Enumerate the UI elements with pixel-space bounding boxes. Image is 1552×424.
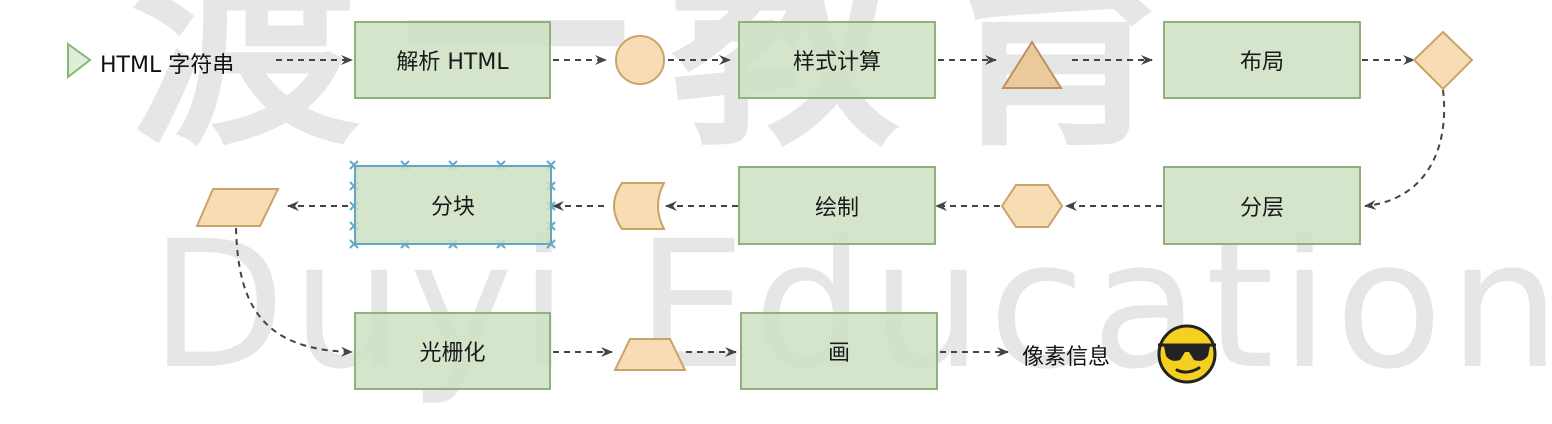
step-paint[interactable]: 绘制 <box>738 166 936 245</box>
hexagon-shape <box>1000 184 1064 228</box>
start-triangle-icon <box>67 42 92 80</box>
step-draw[interactable]: 画 <box>740 312 938 390</box>
step-layer[interactable]: 分层 <box>1163 166 1361 245</box>
trapezoid-shape <box>613 338 687 371</box>
step-style-compute[interactable]: 样式计算 <box>738 21 936 99</box>
start-label: HTML 字符串 <box>100 53 235 78</box>
arrow-parallelogram-to-raster <box>235 227 353 357</box>
step-tiling[interactable]: 分块 <box>354 165 552 245</box>
parallelogram-shape <box>195 188 280 227</box>
step-raster[interactable]: 光栅化 <box>354 312 551 390</box>
sunglasses-smiley-icon <box>1157 324 1217 384</box>
end-label: 像素信息 <box>1022 345 1111 370</box>
step-parse-html[interactable]: 解析 HTML <box>354 21 551 99</box>
cylinder-shape <box>613 182 666 230</box>
circle-shape <box>615 35 665 85</box>
diamond-shape <box>1412 30 1474 91</box>
arrow-diamond-to-layer <box>1364 89 1446 210</box>
step-layout[interactable]: 布局 <box>1163 21 1361 99</box>
triangle-shape <box>1001 40 1063 89</box>
